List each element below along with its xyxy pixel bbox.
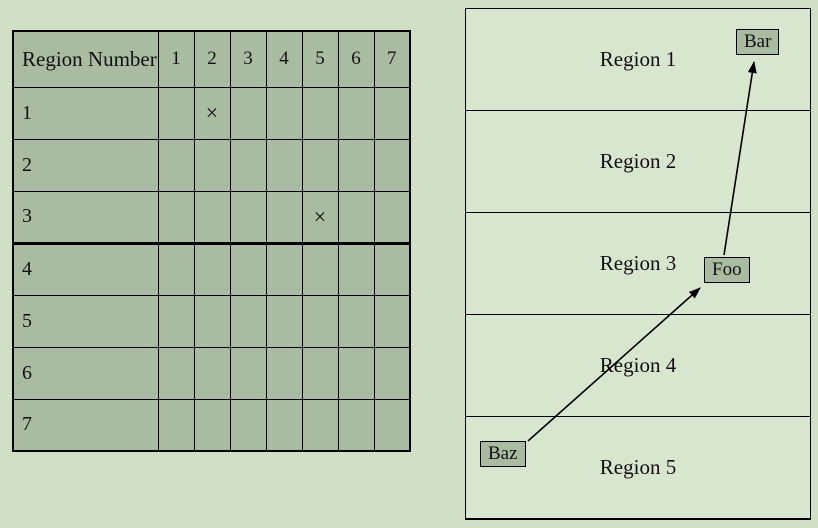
table-cell — [265, 294, 303, 348]
table-cell — [337, 294, 375, 348]
table-cell — [157, 346, 195, 400]
table-cell — [157, 294, 195, 348]
table-cell — [337, 190, 375, 245]
table-cell — [301, 294, 339, 348]
bar-tag: Bar — [736, 29, 780, 55]
row-label-3: 3 — [12, 190, 159, 245]
table-cell — [193, 398, 231, 452]
row-label-6: 6 — [12, 346, 159, 400]
table-cell — [157, 86, 195, 140]
row-label-4: 4 — [12, 242, 159, 296]
table-cell — [229, 346, 267, 400]
table-row-6: 6 — [12, 346, 411, 400]
table-cell — [301, 398, 339, 452]
table-cell — [193, 138, 231, 192]
column-header-3: 3 — [229, 30, 267, 88]
table-header-row: Region Number 1 2 3 4 5 6 7 — [12, 30, 411, 88]
table-cell — [265, 398, 303, 452]
table-row-1: 1 × — [12, 86, 411, 140]
table-cell — [265, 138, 303, 192]
table-cell — [301, 346, 339, 400]
region-1-row: Region 1 — [466, 9, 810, 111]
table-cell — [337, 346, 375, 400]
region-3-label: Region 3 — [599, 251, 677, 275]
region-1-label: Region 1 — [599, 47, 677, 71]
column-header-7: 7 — [373, 30, 411, 88]
region-diagram: Region 1 Region 2 Region 3 Region 4 Regi… — [465, 8, 811, 520]
table-cell — [373, 242, 411, 296]
table-cell — [157, 398, 195, 452]
column-header-6: 6 — [337, 30, 375, 88]
table-cell — [157, 138, 195, 192]
table-cell — [229, 398, 267, 452]
column-header-4: 4 — [265, 30, 303, 88]
row-label-2: 2 — [12, 138, 159, 192]
table-cell — [265, 190, 303, 245]
table-cell — [229, 138, 267, 192]
table-row-4: 4 — [12, 242, 411, 296]
column-header-2: 2 — [193, 30, 231, 88]
table-cell — [373, 398, 411, 452]
corner-header: Region Number — [12, 30, 159, 88]
table-cell — [301, 242, 339, 296]
table-cell — [301, 138, 339, 192]
table-cell — [373, 138, 411, 192]
row-label-7: 7 — [12, 398, 159, 452]
table-cell — [157, 242, 195, 296]
region-5-label: Region 5 — [599, 455, 677, 479]
region-2-row: Region 2 — [466, 111, 810, 213]
region-2-label: Region 2 — [599, 149, 677, 173]
table-cell — [337, 242, 375, 296]
table-row-3: 3 × — [12, 190, 411, 245]
table-cell — [337, 86, 375, 140]
table-cell — [373, 86, 411, 140]
table-cell — [301, 86, 339, 140]
region-5-row: Region 5 — [466, 417, 810, 519]
table-cell — [229, 86, 267, 140]
table-cell — [193, 242, 231, 296]
row-label-1: 1 — [12, 86, 159, 140]
table-row-2: 2 — [12, 138, 411, 192]
table-cell — [373, 346, 411, 400]
table-row-5: 5 — [12, 294, 411, 348]
table-cell-mark: × — [193, 86, 231, 140]
region-table: Region Number 1 2 3 4 5 6 7 1 × 2 — [12, 30, 411, 452]
table-cell — [265, 86, 303, 140]
table-cell — [373, 190, 411, 245]
foo-tag: Foo — [704, 257, 750, 283]
region-4-row: Region 4 — [466, 315, 810, 417]
row-label-5: 5 — [12, 294, 159, 348]
table-cell — [265, 346, 303, 400]
table-cell — [337, 138, 375, 192]
table-cell — [229, 190, 267, 245]
region-3-row: Region 3 — [466, 213, 810, 315]
table-row-7: 7 — [12, 398, 411, 452]
region-4-label: Region 4 — [599, 353, 677, 377]
table-cell — [193, 346, 231, 400]
table-cell — [229, 294, 267, 348]
table-cell — [193, 294, 231, 348]
table-cell — [193, 190, 231, 245]
column-header-1: 1 — [157, 30, 195, 88]
table-cell — [373, 294, 411, 348]
table-cell-mark: × — [301, 190, 339, 245]
baz-tag: Baz — [480, 441, 526, 467]
table-cell — [157, 190, 195, 245]
table-cell — [337, 398, 375, 452]
table-cell — [229, 242, 267, 296]
column-header-5: 5 — [301, 30, 339, 88]
table-cell — [265, 242, 303, 296]
